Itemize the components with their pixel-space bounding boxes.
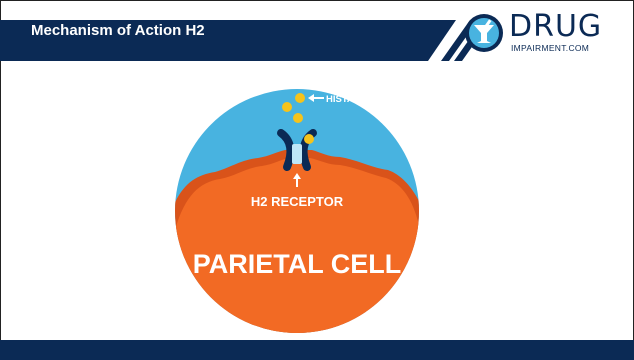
- histamine-label: HISTAMINE: [326, 94, 378, 105]
- logo-wordmark: DRUG: [509, 9, 603, 44]
- cell-label: PARIETAL CELL: [193, 249, 402, 279]
- mortar-pestle-icon: [465, 14, 503, 52]
- slide-title: Mechanism of Action H2: [31, 22, 205, 39]
- histamine-arrow-icon: [308, 94, 324, 102]
- receptor-arrow-icon: [293, 173, 301, 187]
- receptor-label: H2 RECEPTOR: [251, 194, 344, 209]
- logo-subtitle: IMPAIRMENT.COM: [511, 43, 590, 53]
- parietal-cell-circle: [175, 89, 419, 333]
- footer-bar: [0, 340, 634, 360]
- histamine-molecules: [282, 93, 314, 144]
- logo: DRUG IMPAIRMENT.COM: [464, 9, 624, 55]
- cell-membrane: [175, 158, 419, 333]
